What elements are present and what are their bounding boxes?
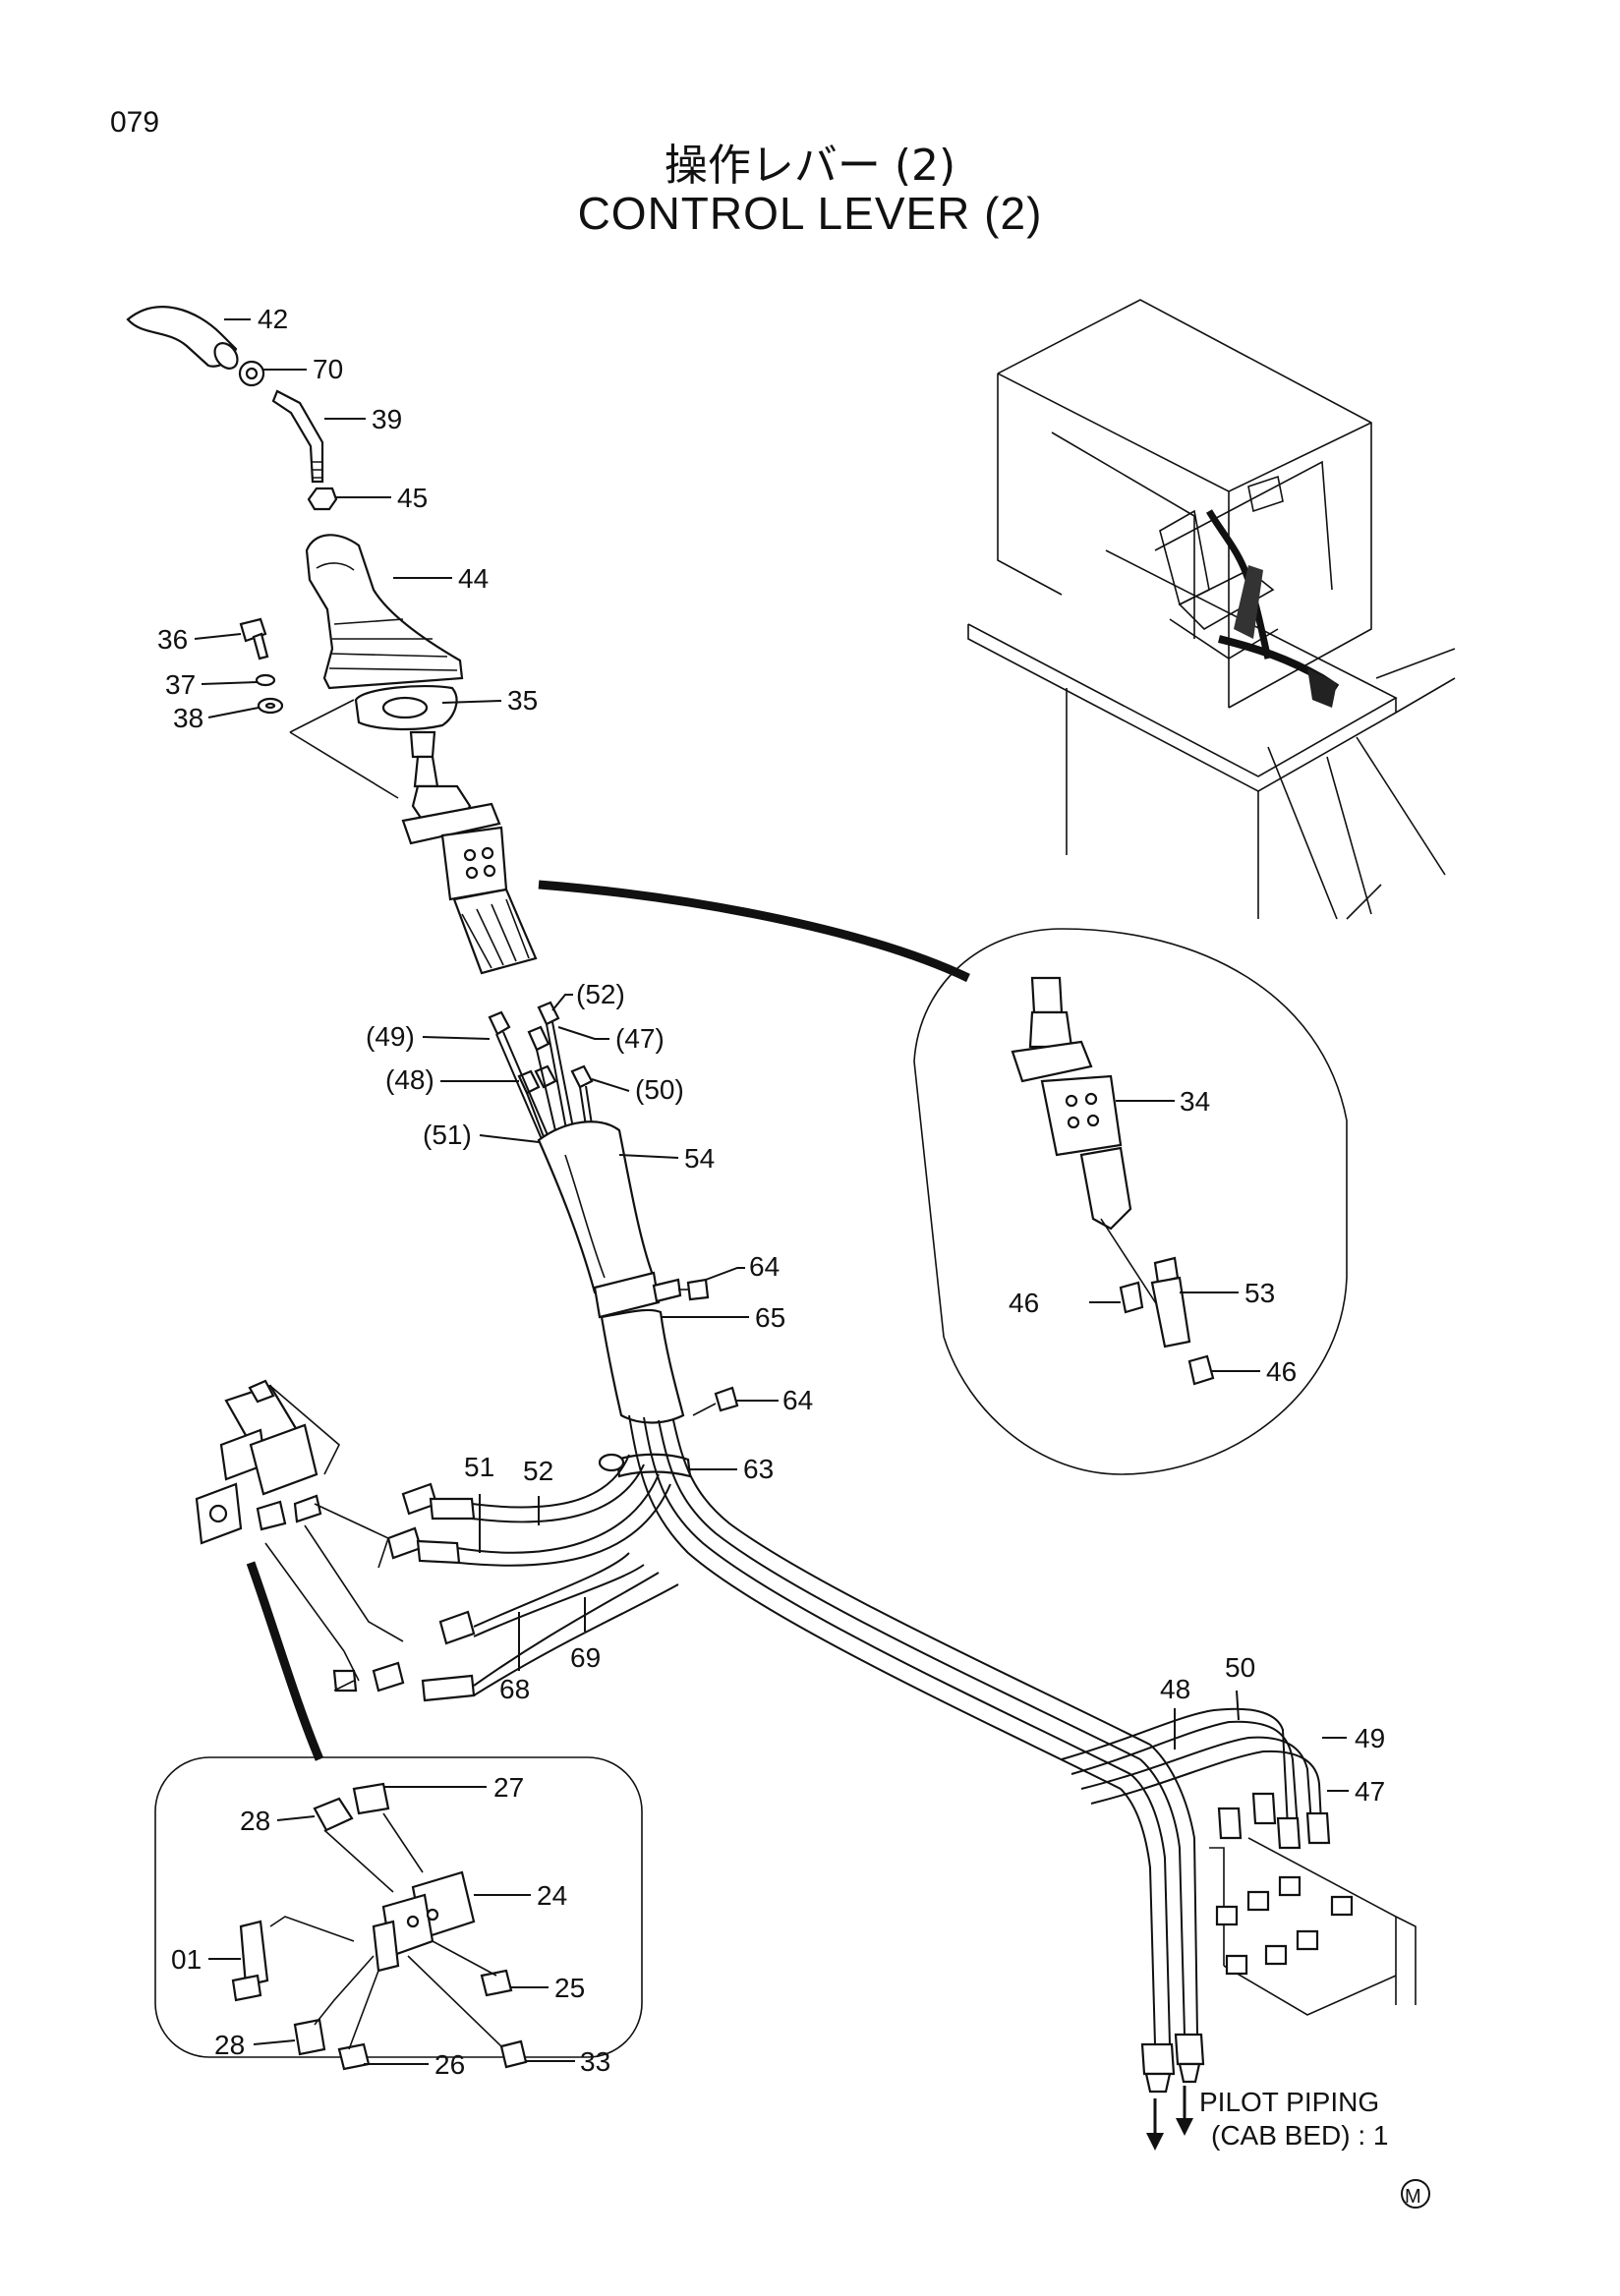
callout-63: 63 [743, 1454, 774, 1484]
title-english: CONTROL LEVER (2) [577, 188, 1043, 239]
callout-49-ref: (49) [366, 1021, 415, 1052]
callout-34: 34 [1180, 1086, 1210, 1117]
m-mark-circle [1401, 2179, 1430, 2209]
callout-64-upper: 64 [749, 1251, 780, 1282]
detail-pointer-arc [538, 880, 970, 983]
page-number: 079 [110, 106, 160, 139]
m-mark-letter: M [1405, 2186, 1421, 2208]
cab-bed-label: (CAB BED) : 1 [1211, 2120, 1388, 2151]
callout-49: 49 [1355, 1723, 1385, 1753]
callout-48: 48 [1160, 1674, 1190, 1704]
callout-50: 50 [1225, 1652, 1255, 1683]
callout-01: 01 [171, 1944, 202, 1975]
callout-26: 26 [434, 2049, 465, 2080]
callout-52: 52 [523, 1456, 553, 1486]
callout-38: 38 [173, 703, 203, 733]
callout-48-ref: (48) [385, 1064, 434, 1095]
pilot-piping-label: PILOT PIPING [1199, 2087, 1379, 2117]
pilot-piping-note: PILOT PIPING (CAB BED) : 1 M [1146, 2086, 1430, 2209]
callout-27: 27 [493, 1772, 524, 1803]
cab-illustration [967, 299, 1456, 920]
callout-51-ref: (51) [423, 1119, 472, 1150]
callout-52-ref: (52) [576, 979, 625, 1009]
callout-47: 47 [1355, 1776, 1385, 1807]
callout-65: 65 [755, 1302, 785, 1333]
callout-46-upper: 46 [1009, 1288, 1039, 1318]
callout-33: 33 [580, 2046, 610, 2077]
callout-51: 51 [464, 1452, 494, 1482]
title-japanese: 操作レバー (2) [664, 141, 956, 191]
callout-64-lower: 64 [782, 1385, 813, 1415]
detail-pointer-arc-2 [246, 1561, 324, 1761]
callout-36: 36 [157, 624, 188, 655]
detail-box-fitting [154, 1756, 643, 2071]
hose-bundle [488, 1001, 1417, 2094]
callout-70: 70 [313, 354, 343, 384]
callout-28-upper: 28 [240, 1806, 270, 1836]
callout-24: 24 [537, 1880, 567, 1911]
callout-42: 42 [258, 304, 288, 334]
callout-69: 69 [570, 1642, 601, 1673]
callout-54: 54 [684, 1143, 715, 1174]
leader-lines [194, 318, 1349, 2065]
fitting-block [195, 1379, 679, 1702]
callout-25: 25 [554, 1973, 585, 2003]
lever-assembly [126, 306, 538, 975]
callout-68: 68 [499, 1674, 530, 1704]
callout-46-lower: 46 [1266, 1356, 1297, 1387]
detail-circle-pilot-valve [913, 928, 1348, 1475]
callout-35: 35 [507, 685, 538, 716]
callout-44: 44 [458, 563, 489, 594]
callout-labels: 42 70 39 45 44 36 37 38 35 (52) (49) (47… [157, 304, 1385, 2080]
callout-50-ref: (50) [635, 1074, 684, 1105]
callout-37: 37 [165, 669, 196, 700]
callout-28-lower: 28 [214, 2030, 245, 2060]
callout-53: 53 [1244, 1278, 1275, 1308]
callout-47-ref: (47) [615, 1023, 665, 1054]
callout-45: 45 [397, 483, 428, 513]
callout-39: 39 [372, 404, 402, 434]
